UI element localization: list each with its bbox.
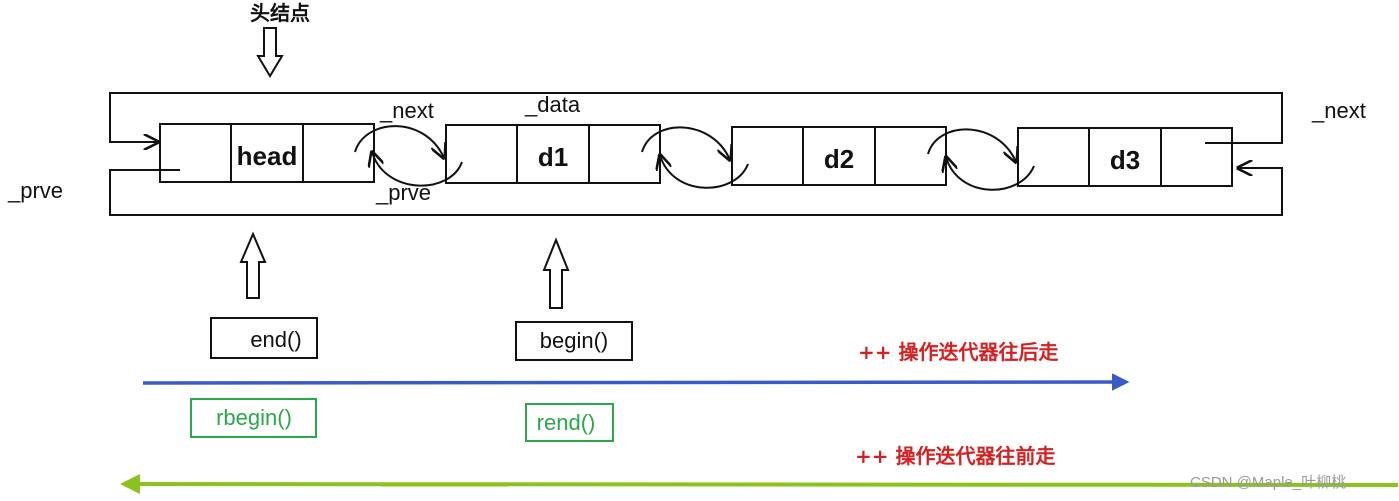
title-down-arrow (256, 27, 284, 78)
node-label: d1 (538, 142, 568, 172)
prve-label: _prve (375, 180, 431, 205)
end-up-arrow (239, 231, 267, 299)
rend-iterator: rend() (525, 403, 614, 442)
node-label: head (237, 141, 298, 171)
backward-direction-label: ++ 操作迭代器往前走 (855, 444, 1055, 468)
next-label: _next (379, 98, 434, 123)
next-right-label: _next (1311, 98, 1366, 123)
rbegin-label: rbegin() (216, 405, 292, 430)
node-d2: d2 (731, 126, 947, 186)
rend-label: rend() (537, 410, 596, 435)
head-node-title: 头结点 (250, 1, 310, 25)
node-d1: d1 (445, 124, 661, 184)
circular-next-loop (109, 92, 1283, 144)
node-head: head (159, 123, 375, 183)
begin-up-arrow (542, 237, 570, 309)
link-d1-d2 (641, 126, 749, 189)
forward-direction-label: ++ 操作迭代器往后走 (858, 340, 1058, 364)
rbegin-iterator: rbegin() (190, 398, 317, 438)
node-label: d2 (824, 144, 854, 174)
end-label: end() (250, 327, 301, 352)
begin-label: begin() (540, 328, 608, 353)
forward-arrow (142, 373, 1130, 391)
link-d2-d3 (927, 128, 1035, 191)
csdn-watermark: CSDN @Maple_叶柳桃 (1190, 474, 1346, 491)
backward-arrow (120, 474, 1399, 495)
link-head-d1 (354, 125, 463, 187)
node-d3: d3 (1017, 127, 1233, 187)
prve-left-label: _prve (7, 178, 63, 203)
circular-prve-loop (109, 168, 1283, 216)
node-label: d3 (1110, 145, 1140, 175)
end-iterator: end() (210, 317, 318, 359)
begin-iterator: begin() (515, 321, 633, 361)
data-label: _data (524, 92, 581, 117)
